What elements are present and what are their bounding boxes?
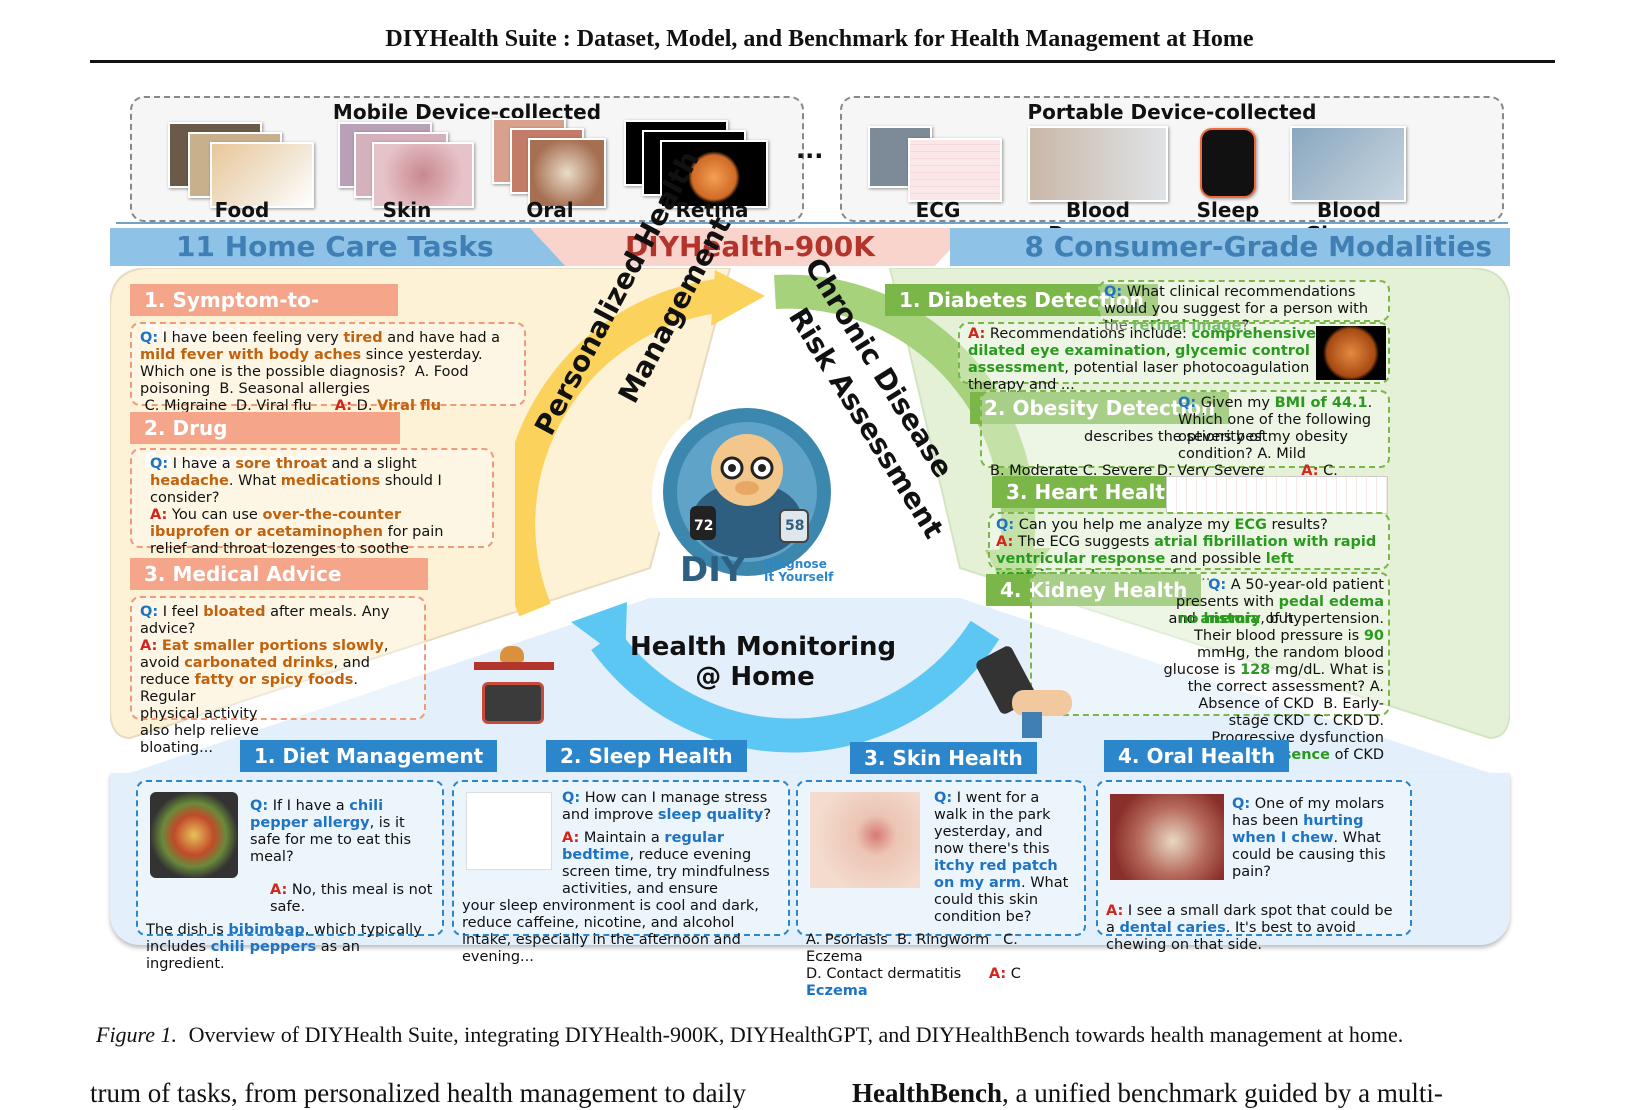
blue-arrowhead [571, 602, 627, 662]
task-title-diabetes: 1. Diabetes Detection [885, 284, 1158, 316]
band-dataset: DIYHealth-900K [530, 228, 970, 266]
title-rule [90, 60, 1555, 63]
blue-panel-top [130, 598, 1490, 773]
caption-label: Figure 1. [96, 1022, 178, 1047]
task-title-skin: 3. Skin Health [850, 742, 1037, 774]
band-modalities-label: 8 Consumer-Grade Modalities [1024, 230, 1492, 263]
monitor-value: 58 [785, 518, 805, 534]
task-title-medical-advice: 3. Medical Advice [130, 558, 428, 590]
skin-rash-image [810, 792, 920, 888]
body-text-left: trum of tasks, from personalized health … [90, 1078, 747, 1108]
ecg-label: ECG [915, 198, 961, 222]
sleep-chart-image [466, 792, 552, 870]
phone-hand-icon [974, 644, 1072, 738]
retina-label: Retina [675, 198, 749, 222]
task-title-sleep: 2. Sleep Health [546, 740, 747, 772]
logo-diy: DIY [680, 550, 746, 590]
portable-source-box: Portable Device-collected ECG Blood Pres… [840, 96, 1504, 246]
logo: 72 58 DIY Diagnose It Yourself [652, 400, 842, 590]
retina-image [660, 140, 768, 208]
band-modalities: 8 Consumer-Grade Modalities [950, 228, 1510, 266]
connector-line [116, 222, 1508, 224]
portable-source-title: Portable Device-collected [1027, 100, 1317, 124]
task-title-heart: 3. Heart Health [992, 476, 1194, 508]
qa-heart: Q: Can you help me analyze my ECG result… [988, 512, 1390, 584]
ecg-strip [1166, 476, 1388, 514]
qa-skin: Q: I went for a walk in the park yesterd… [796, 780, 1086, 999]
band-home-care-tasks: 11 Home Care Tasks [110, 228, 580, 266]
qa-kidney: Q: A 50-year-old patient presents with p… [1030, 572, 1390, 763]
logo-tag-2: It Yourself [764, 570, 834, 584]
qa-drug: Q: I have a sore throat and a slight hea… [130, 448, 494, 574]
sleep-label: Sleep [1196, 198, 1260, 222]
body-text-right-bold: HealthBench [852, 1078, 1003, 1108]
blood-glucose-image [1290, 126, 1406, 202]
monitoring-arc-text: Health Monitoring @ Home [630, 632, 897, 692]
monitoring-line-2: @ Home [695, 662, 815, 692]
figure: Mobile Device-collected Food Skin Oral R… [110, 90, 1510, 1010]
llama-mascot-icon [663, 408, 831, 576]
yellow-arc [515, 278, 727, 617]
running-title: DIYHealth Suite : Dataset, Model, and Be… [385, 26, 1254, 52]
skin-image [372, 142, 474, 208]
figure-caption: Figure 1. Overview of DIYHealth Suite, i… [96, 1022, 1403, 1048]
blue-arc [591, 620, 1000, 753]
task-title-obesity: 2. Obesity Detection [970, 392, 1230, 424]
monitoring-line-1: Health Monitoring [630, 632, 897, 662]
food-image [210, 142, 314, 208]
task-title-symptom-to-diagnosis: 1. Symptom-to-Diagnosis [130, 284, 398, 344]
ecg-image [908, 138, 1002, 202]
blood-pressure-image [1028, 126, 1168, 202]
qa-diet: Q: If I have a chili pepper allergy, is … [136, 780, 444, 972]
logo-tagline: Diagnose It Yourself [764, 558, 833, 584]
qa-oral: Q: One of my molars has been hurting whe… [1096, 780, 1412, 953]
food-label: Food [214, 198, 270, 222]
task-title-drug-recommendation: 2. Drug Recommendation [130, 412, 400, 472]
bibimbap-image [150, 792, 238, 878]
qa-medical-advice: Q: I feel bloated after meals. Any advic… [130, 596, 426, 756]
qa-sleep: Q: How can I manage stress and improve s… [452, 780, 790, 965]
ellipsis: ... [796, 136, 824, 164]
oral-label: Oral [526, 198, 574, 222]
watch-value: 72 [694, 518, 714, 534]
caption-text: Overview of DIYHealth Suite, integrating… [188, 1022, 1404, 1047]
sleep-image [1200, 128, 1256, 198]
qa-diabetes-question: Q: What clinical recommendations would y… [1098, 280, 1390, 334]
mobile-source-box: Mobile Device-collected Food Skin Oral R… [130, 96, 804, 222]
logo-tag-1: Diagnose [764, 557, 827, 571]
band-home-care-tasks-label: 11 Home Care Tasks [176, 230, 494, 263]
oral-image [528, 138, 606, 208]
body-text-right-rest: , a unified benchmark guided by a multi- [1002, 1078, 1443, 1108]
task-title-oral: 4. Oral Health [1104, 740, 1290, 772]
band-dataset-label: DIYHealth-900K [625, 230, 875, 263]
body-text-right: HealthBench, a unified benchmark guided … [852, 1078, 1554, 1109]
retina-thumbnail [1316, 326, 1386, 380]
qa-symptom: Q: I have been feeling very tired and ha… [130, 322, 526, 414]
yellow-arrowhead [711, 270, 765, 326]
skin-label: Skin [382, 198, 432, 222]
oral-molar-image [1110, 794, 1224, 880]
task-title-diet: 1. Diet Management [240, 740, 498, 772]
qa-obesity: Q: Given my BMI of 44.1. Which one of th… [980, 390, 1390, 496]
diet-app-icon [474, 646, 554, 732]
